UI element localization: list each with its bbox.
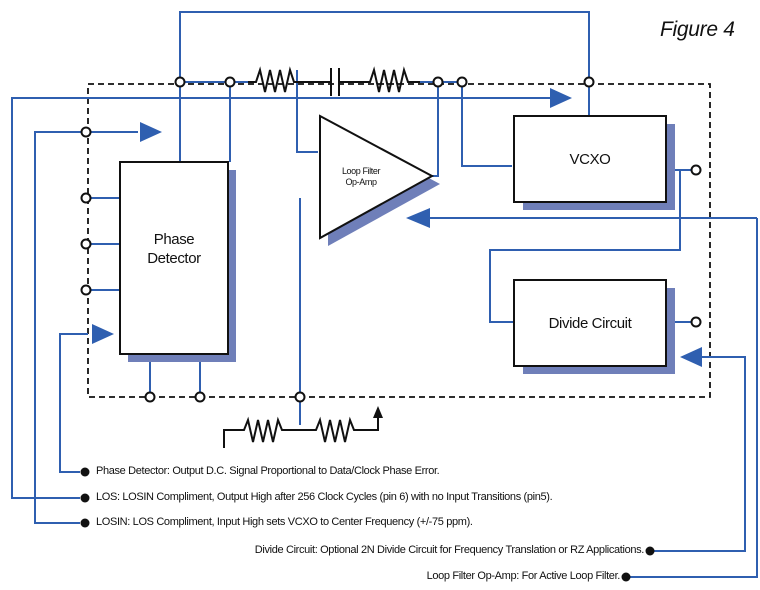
figure-label: Figure 4 (660, 18, 735, 41)
note-divide-circuit: Divide Circuit: Optional 2N Divide Circu… (254, 544, 645, 556)
note-los: LOS: LOSIN Compliment, Output High after… (96, 491, 553, 503)
note-bullets (80, 467, 655, 582)
loop-filter-opamp-symbol (319, 114, 435, 240)
note-phase-detector: Phase Detector: Output D.C. Signal Propo… (96, 465, 440, 477)
lower-resistor-network (223, 406, 383, 448)
loop-filter-label: Loop Filter Op-Amp (341, 166, 381, 187)
vcxo-label: VCXO (569, 151, 611, 168)
rc-network (248, 66, 420, 96)
phase-detector-label: Phase Detector (147, 231, 201, 267)
note-losin: LOSIN: LOS Compliment, Input High sets V… (96, 516, 473, 528)
connection-nodes (80, 76, 702, 403)
divide-circuit-label: Divide Circuit (548, 315, 632, 332)
note-loop-filter: Loop Filter Op-Amp: For Active Loop Filt… (426, 570, 621, 582)
divide-circuit-block (513, 279, 667, 367)
arrows (92, 88, 702, 367)
vcxo-block (513, 115, 667, 203)
phase-detector-block (119, 161, 229, 355)
